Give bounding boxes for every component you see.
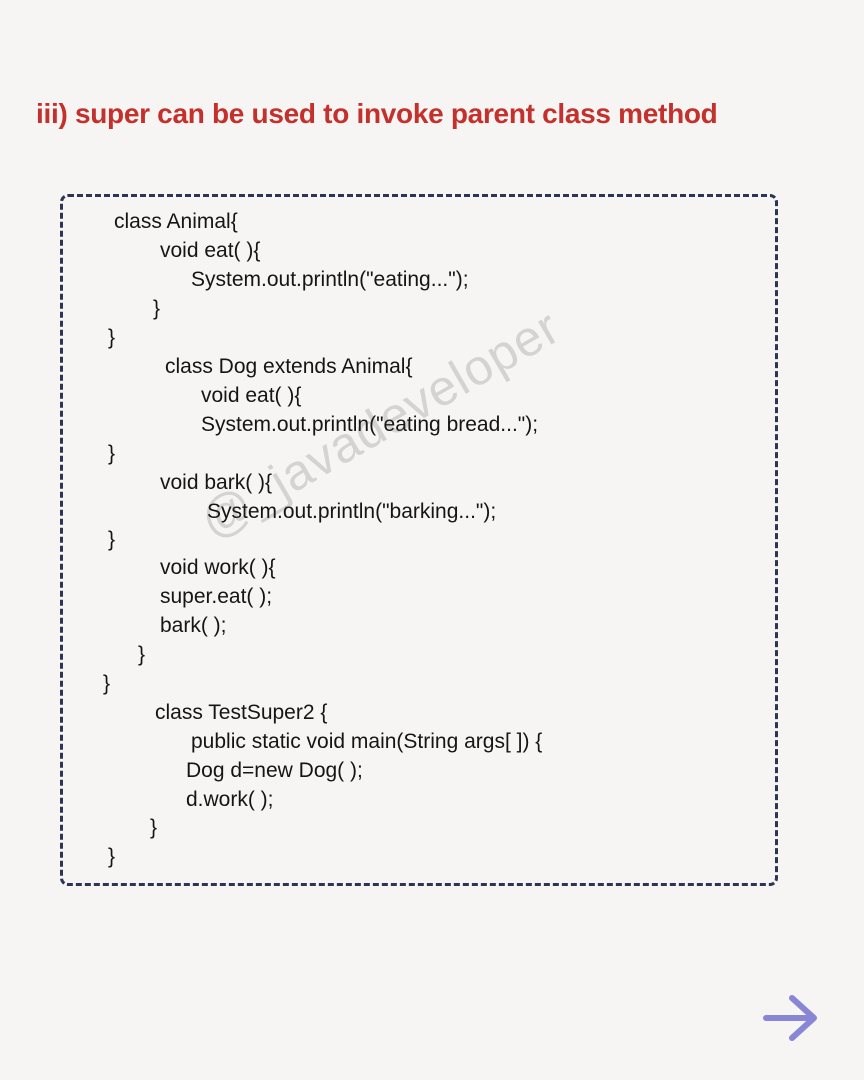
page-title: iii) super can be used to invoke parent …: [36, 98, 718, 129]
code-line: }: [108, 845, 116, 868]
code-line: }: [108, 442, 116, 465]
code-line: }: [108, 326, 116, 349]
code-line: }: [153, 297, 161, 320]
code-line: public static void main(String args[ ]) …: [191, 730, 543, 753]
code-line: bark( );: [160, 614, 227, 637]
code-line: System.out.println("eating...");: [191, 268, 469, 291]
code-line: }: [150, 816, 158, 839]
code-line: d.work( );: [186, 788, 274, 811]
code-line: System.out.println("eating bread...");: [201, 413, 539, 436]
code-line: void eat( ){: [160, 239, 261, 262]
code-line: void work( ){: [160, 556, 276, 579]
code-line: class Animal{: [114, 210, 238, 233]
next-button[interactable]: [760, 990, 824, 1046]
code-line: }: [103, 672, 111, 695]
code-line: }: [108, 528, 116, 551]
code-line: }: [138, 643, 146, 666]
code-line: super.eat( );: [160, 585, 273, 608]
code-line: void eat( ){: [201, 384, 302, 407]
code-block: [60, 194, 778, 886]
code-line: class TestSuper2 {: [155, 701, 328, 724]
code-line: System.out.println("barking...");: [207, 500, 497, 523]
code-line: Dog d=new Dog( );: [186, 759, 363, 782]
arrow-right-icon: [763, 995, 817, 1041]
code-line: class Dog extends Animal{: [165, 355, 413, 378]
code-line: void bark( ){: [160, 471, 273, 494]
